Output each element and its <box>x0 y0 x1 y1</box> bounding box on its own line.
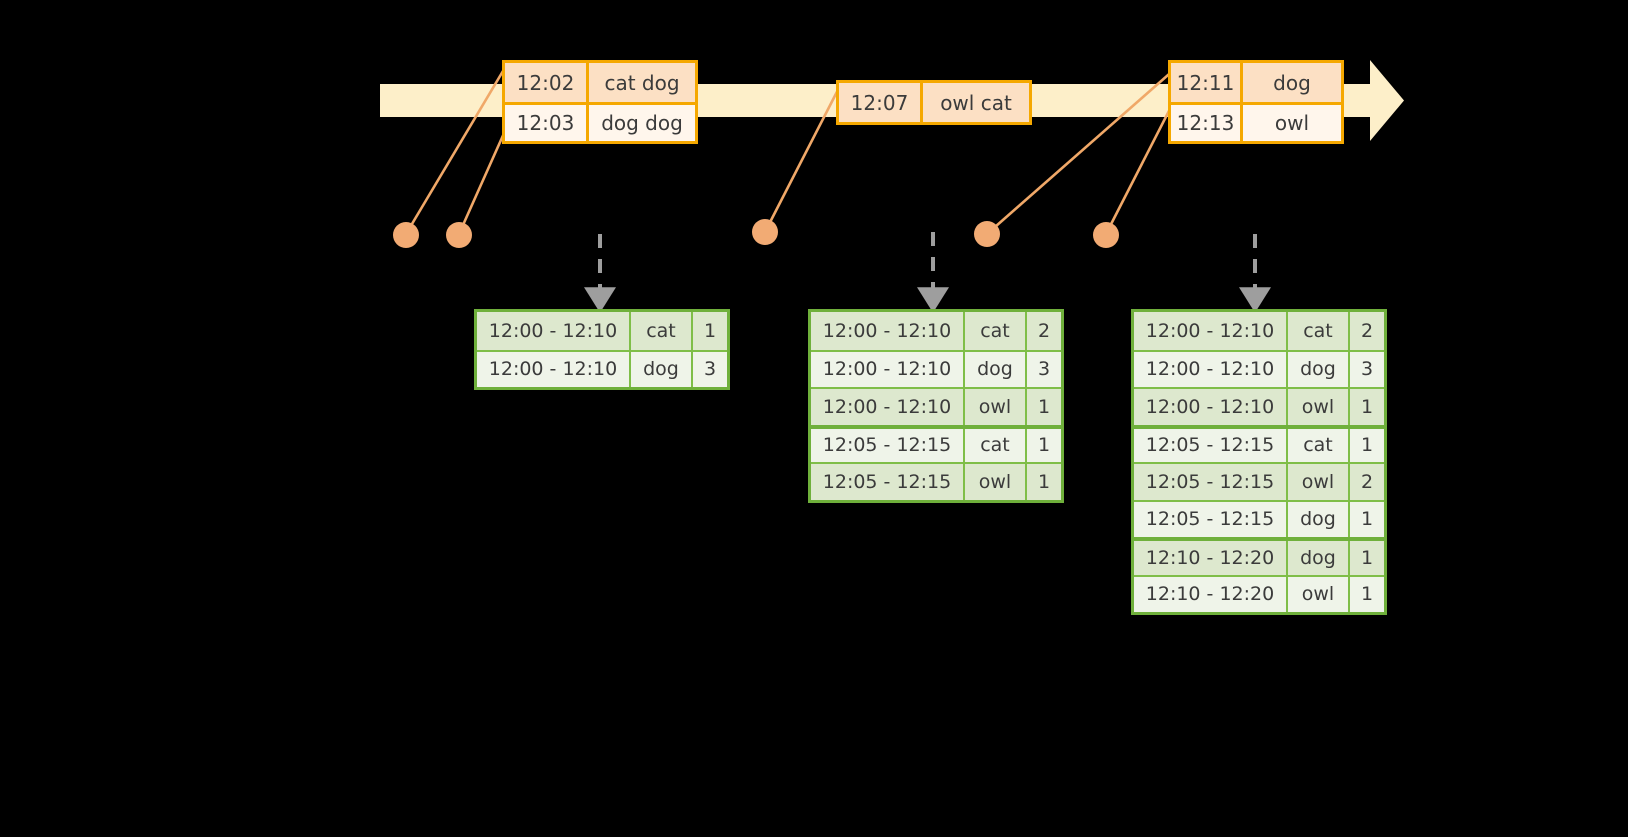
dashed-arrows <box>584 232 1271 313</box>
count-cell: 1 <box>1348 428 1384 462</box>
leader-line-1 <box>404 65 508 235</box>
count-cell: 2 <box>1348 312 1384 350</box>
key-cell: cat <box>963 312 1025 350</box>
window-cell: 12:00 - 12:10 <box>477 351 629 387</box>
count-cell: 2 <box>1025 312 1061 350</box>
event-dot-1 <box>393 222 419 248</box>
event-time: 12:13 <box>1171 105 1243 141</box>
key-cell: owl <box>963 464 1025 500</box>
window-cell: 12:05 - 12:15 <box>1134 501 1286 537</box>
key-cell: dog <box>1286 541 1348 575</box>
key-cell: dog <box>963 351 1025 387</box>
event-dots <box>393 219 1119 248</box>
event-dot-3 <box>752 219 778 245</box>
count-cell: 1 <box>1025 464 1061 500</box>
window-cell: 12:00 - 12:10 <box>811 351 963 387</box>
key-cell: owl <box>963 389 1025 425</box>
event-time: 12:02 <box>505 63 589 102</box>
key-cell: cat <box>1286 428 1348 462</box>
key-cell: owl <box>1286 464 1348 500</box>
event-words: dog <box>1243 63 1341 102</box>
count-cell: 3 <box>1348 351 1384 387</box>
count-cell: 3 <box>691 351 727 387</box>
count-cell: 1 <box>1348 501 1384 537</box>
event-time: 12:11 <box>1171 63 1243 102</box>
event-time: 12:03 <box>505 105 589 141</box>
key-cell: owl <box>1286 576 1348 612</box>
window-cell: 12:05 - 12:15 <box>1134 464 1286 500</box>
count-cell: 1 <box>1025 428 1061 462</box>
window-cell: 12:10 - 12:20 <box>1134 541 1286 575</box>
window-cell: 12:00 - 12:10 <box>811 389 963 425</box>
count-cell: 1 <box>691 312 727 350</box>
event-words: owl <box>1243 105 1341 141</box>
count-cell: 1 <box>1025 389 1061 425</box>
event-dot-2 <box>446 222 472 248</box>
window-cell: 12:00 - 12:10 <box>477 312 629 350</box>
key-cell: cat <box>963 428 1025 462</box>
count-cell: 3 <box>1025 351 1061 387</box>
window-cell: 12:00 - 12:10 <box>1134 351 1286 387</box>
window-cell: 12:00 - 12:10 <box>1134 389 1286 425</box>
window-cell: 12:00 - 12:10 <box>1134 312 1286 350</box>
window-cell: 12:00 - 12:10 <box>811 312 963 350</box>
window-cell: 12:05 - 12:15 <box>811 464 963 500</box>
window-cell: 12:05 - 12:15 <box>1134 428 1286 462</box>
leader-line-3 <box>763 81 844 233</box>
count-cell: 1 <box>1348 389 1384 425</box>
event-words: owl cat <box>923 83 1029 122</box>
key-cell: dog <box>629 351 691 387</box>
count-cell: 2 <box>1348 464 1384 500</box>
event-dot-5 <box>1093 222 1119 248</box>
leader-line-5 <box>1104 104 1174 235</box>
key-cell: dog <box>1286 351 1348 387</box>
window-cell: 12:05 - 12:15 <box>811 428 963 462</box>
event-dot-4 <box>974 221 1000 247</box>
key-cell: cat <box>629 312 691 350</box>
key-cell: dog <box>1286 501 1348 537</box>
key-cell: owl <box>1286 389 1348 425</box>
window-cell: 12:10 - 12:20 <box>1134 576 1286 612</box>
event-words: dog dog <box>589 105 695 141</box>
event-words: cat dog <box>589 63 695 102</box>
key-cell: cat <box>1286 312 1348 350</box>
count-cell: 1 <box>1348 576 1384 612</box>
leader-line-2 <box>457 130 507 235</box>
count-cell: 1 <box>1348 541 1384 575</box>
event-time: 12:07 <box>839 83 923 122</box>
